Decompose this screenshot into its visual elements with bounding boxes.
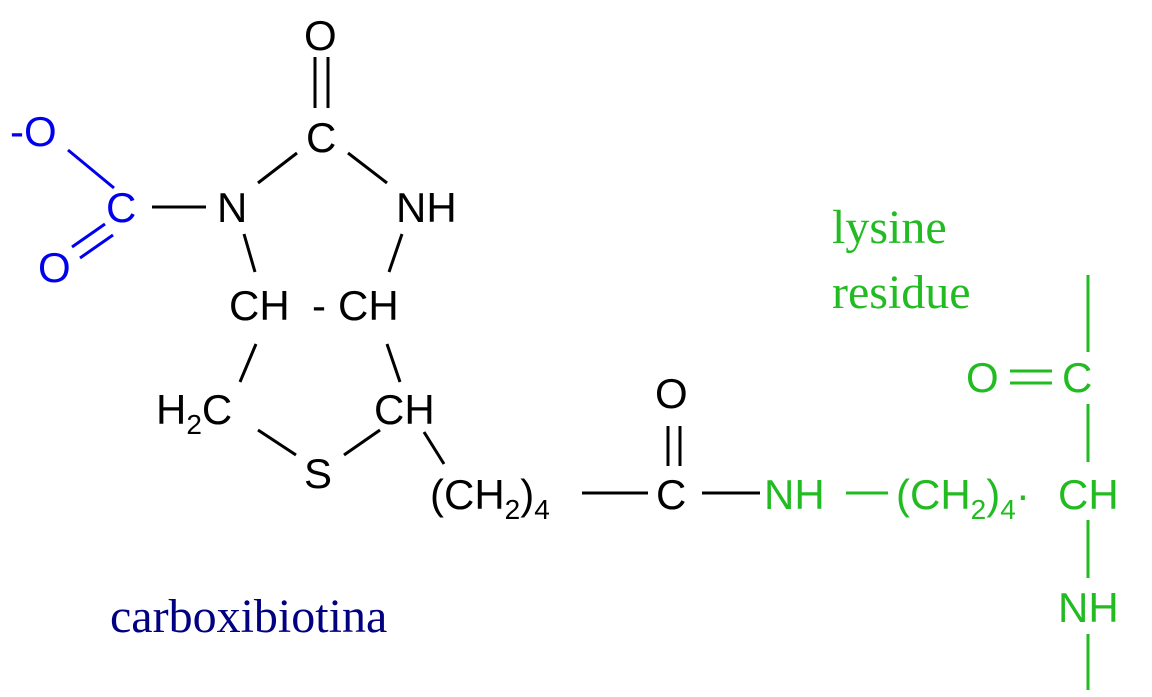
h2c-sub: 2 bbox=[186, 409, 202, 440]
ring-n1: N bbox=[217, 184, 247, 231]
bond-c-to-n bbox=[257, 151, 298, 185]
bond-ch-to-h2c bbox=[238, 343, 258, 383]
ring-ch-left: CH bbox=[229, 282, 290, 329]
bond-nh-to-ch bbox=[387, 233, 404, 273]
lys-chain-close: ) bbox=[986, 471, 1000, 518]
bond-c-double-o-a bbox=[71, 222, 106, 249]
lysine-carbonyl-c: C bbox=[1062, 354, 1092, 401]
bond-o-minus-to-c bbox=[67, 148, 115, 190]
ring-sulfur: S bbox=[304, 450, 332, 497]
urea-oxygen: O bbox=[304, 12, 337, 59]
bond-c-double-o-b bbox=[79, 233, 114, 260]
lys-chain-count: 4 bbox=[1000, 494, 1016, 525]
lys-chain-sub: 2 bbox=[971, 494, 987, 525]
chain-sub: 2 bbox=[505, 494, 521, 525]
chain-close: ) bbox=[520, 471, 534, 518]
lysine-bonds bbox=[846, 275, 1090, 690]
urea-carbon: C bbox=[306, 114, 336, 161]
lys-chain-dot: · bbox=[1016, 471, 1030, 518]
amide-carbon: C bbox=[656, 471, 686, 518]
lysine-nh-link: NH bbox=[764, 471, 825, 518]
ring-nh: NH bbox=[396, 184, 457, 231]
carboxyl-o-minus: -O bbox=[10, 108, 57, 155]
lysine-carbonyl-o: O bbox=[966, 354, 999, 401]
bond-c-to-nh bbox=[347, 151, 388, 185]
lysine-label-line1: lysine bbox=[832, 201, 947, 254]
bond-n-to-ch bbox=[242, 233, 257, 273]
bond-ch-to-chain bbox=[422, 431, 446, 465]
carboxyl-group bbox=[67, 148, 115, 260]
ring-ch-right: CH bbox=[338, 282, 399, 329]
lys-chain-open: (CH bbox=[896, 471, 971, 518]
amide-oxygen: O bbox=[655, 370, 688, 417]
lysine-side-chain: (CH2)4· bbox=[896, 471, 1030, 525]
ring-h2c: H2C bbox=[156, 386, 232, 440]
bond-ch-to-s bbox=[343, 428, 381, 457]
compound-caption: carboxibiotina bbox=[110, 590, 387, 643]
bond-h2c-to-s bbox=[257, 428, 297, 457]
lysine-backbone-nh: NH bbox=[1058, 584, 1119, 631]
lysine-label-line2: residue bbox=[832, 266, 971, 319]
chain-open: (CH bbox=[430, 471, 505, 518]
chain-count: 4 bbox=[534, 494, 550, 525]
biotin-bonds bbox=[152, 57, 760, 495]
bond-ch-to-ch-bottom bbox=[385, 343, 402, 383]
ring-ch-dash: - bbox=[312, 282, 326, 329]
h2c-h: H bbox=[156, 386, 186, 433]
carboxyl-carbon: C bbox=[106, 184, 136, 231]
carboxyl-o-double: O bbox=[38, 244, 71, 291]
h2c-c: C bbox=[202, 386, 232, 433]
valeric-chain: (CH2)4 bbox=[430, 471, 550, 525]
ring-ch-bottom: CH bbox=[374, 386, 435, 433]
lysine-alpha-ch: CH bbox=[1058, 471, 1119, 518]
